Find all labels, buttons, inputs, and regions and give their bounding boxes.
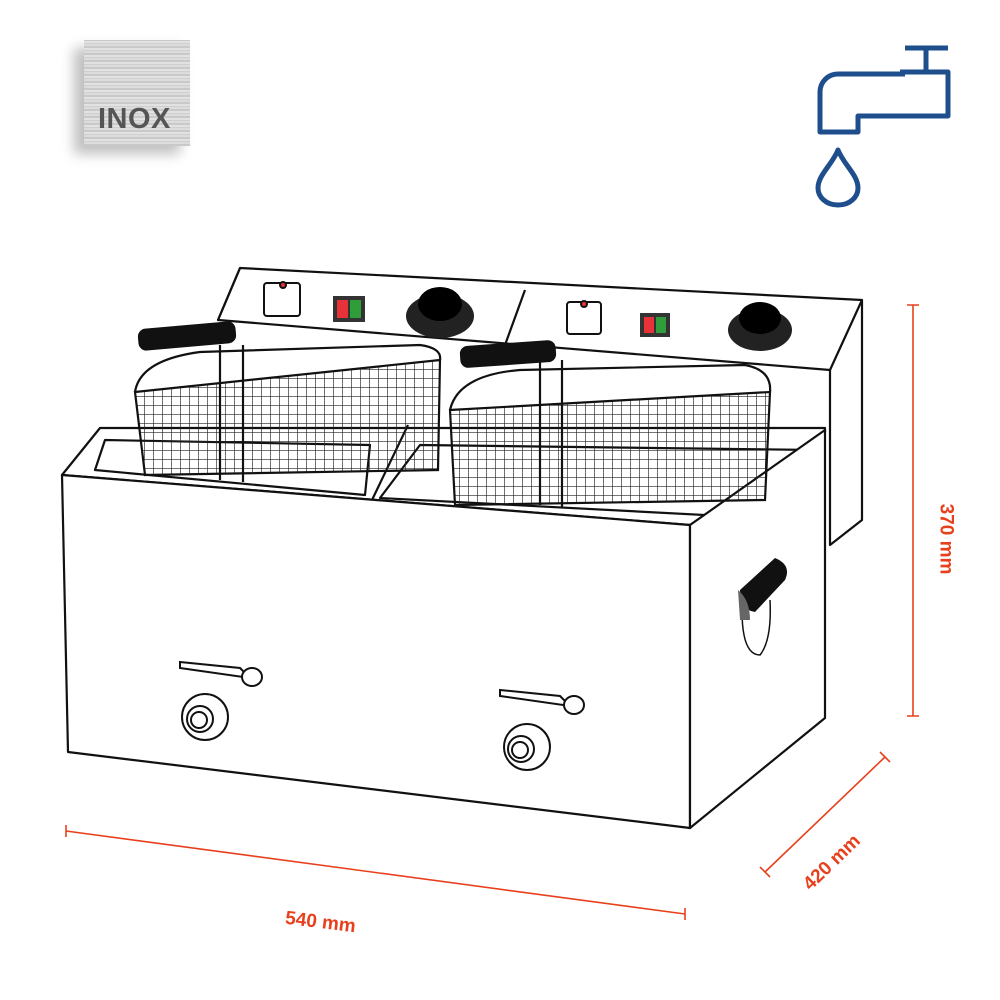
dimension-lines bbox=[65, 304, 919, 920]
control-panel bbox=[216, 266, 864, 547]
reset-button-right[interactable] bbox=[566, 300, 602, 335]
inox-label: INOX bbox=[98, 103, 171, 135]
fryer-front bbox=[60, 473, 692, 830]
basket-left bbox=[133, 343, 442, 482]
drain-valve-right[interactable] bbox=[499, 688, 585, 771]
basket-handle-left[interactable] bbox=[137, 321, 237, 351]
inox-badge: INOX bbox=[84, 40, 190, 146]
height-dimension: 370 mm bbox=[935, 503, 957, 575]
indicator-lights-right bbox=[640, 313, 670, 337]
indicator-lights-left bbox=[333, 296, 365, 322]
thermostat-knob-left[interactable] bbox=[406, 287, 474, 338]
thermostat-knob-right[interactable] bbox=[728, 302, 792, 351]
basket-handle-right[interactable] bbox=[459, 340, 557, 369]
basket-right bbox=[448, 360, 772, 507]
side-handle[interactable] bbox=[738, 558, 788, 656]
reset-button-left[interactable] bbox=[263, 281, 301, 317]
drain-valve-left[interactable] bbox=[179, 660, 263, 741]
water-tap-icon bbox=[815, 45, 951, 208]
